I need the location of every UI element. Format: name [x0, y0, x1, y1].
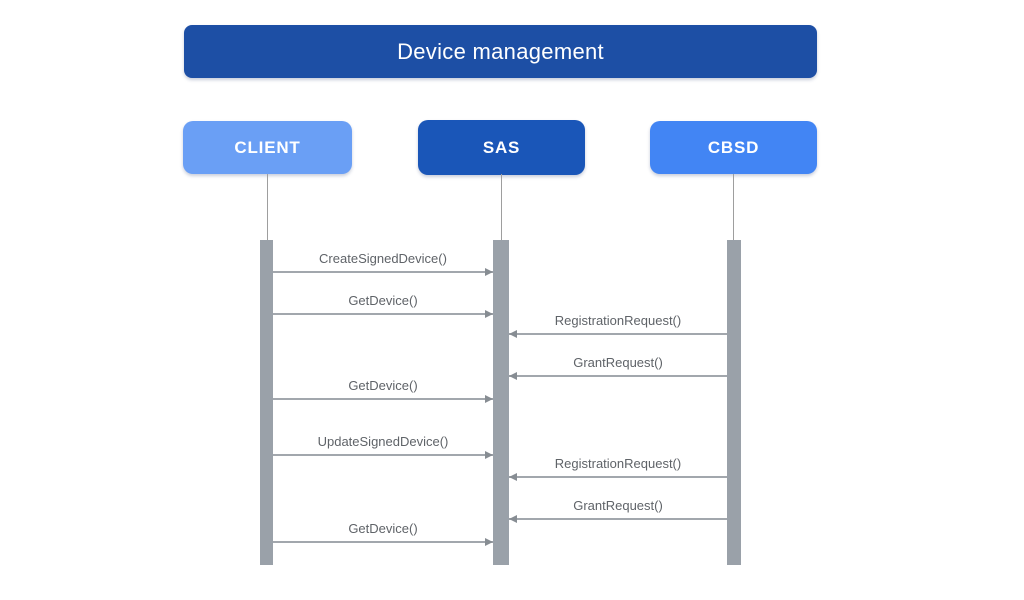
- message-registration-request-1: RegistrationRequest(): [509, 313, 727, 335]
- lifeline-cbsd: [733, 174, 734, 242]
- message-get-device-3: GetDevice(): [273, 521, 493, 543]
- activation-bar-sas: [493, 240, 509, 565]
- activation-bar-client: [260, 240, 273, 565]
- message-create-signed-device: CreateSignedDevice(): [273, 251, 493, 273]
- message-label: RegistrationRequest(): [554, 313, 682, 328]
- actor-sas-label: SAS: [482, 137, 521, 157]
- arrow-right-icon: [273, 454, 493, 456]
- message-label: GetDevice(): [348, 293, 418, 308]
- arrow-right-icon: [273, 313, 493, 315]
- arrow-left-icon: [509, 518, 727, 520]
- message-grant-request-2: GrantRequest(): [509, 498, 727, 520]
- actor-cbsd: CBSD: [650, 121, 817, 174]
- actor-cbsd-label: CBSD: [707, 137, 760, 157]
- message-registration-request-2: RegistrationRequest(): [509, 456, 727, 478]
- message-label: RegistrationRequest(): [554, 456, 682, 471]
- arrow-left-icon: [509, 476, 727, 478]
- actor-client: CLIENT: [183, 121, 352, 174]
- arrow-left-icon: [509, 375, 727, 377]
- diagram-title-label: Device management: [397, 38, 604, 64]
- message-label: CreateSignedDevice(): [319, 251, 447, 266]
- message-label: GetDevice(): [348, 378, 418, 393]
- message-label: GetDevice(): [348, 521, 418, 536]
- message-update-signed-device: UpdateSignedDevice(): [273, 434, 493, 456]
- arrow-right-icon: [273, 398, 493, 400]
- message-grant-request-1: GrantRequest(): [509, 355, 727, 377]
- actor-client-label: CLIENT: [234, 137, 301, 157]
- arrow-right-icon: [273, 271, 493, 273]
- message-get-device-2: GetDevice(): [273, 378, 493, 400]
- lifeline-client: [267, 174, 268, 242]
- lifeline-sas: [501, 174, 502, 242]
- activation-bar-cbsd: [727, 240, 741, 565]
- message-label: GrantRequest(): [573, 498, 663, 513]
- diagram-title: Device management: [184, 25, 817, 78]
- message-get-device-1: GetDevice(): [273, 293, 493, 315]
- message-label: GrantRequest(): [573, 355, 663, 370]
- arrow-right-icon: [273, 541, 493, 543]
- message-label: UpdateSignedDevice(): [317, 434, 449, 449]
- actor-sas: SAS: [418, 120, 585, 175]
- arrow-left-icon: [509, 333, 727, 335]
